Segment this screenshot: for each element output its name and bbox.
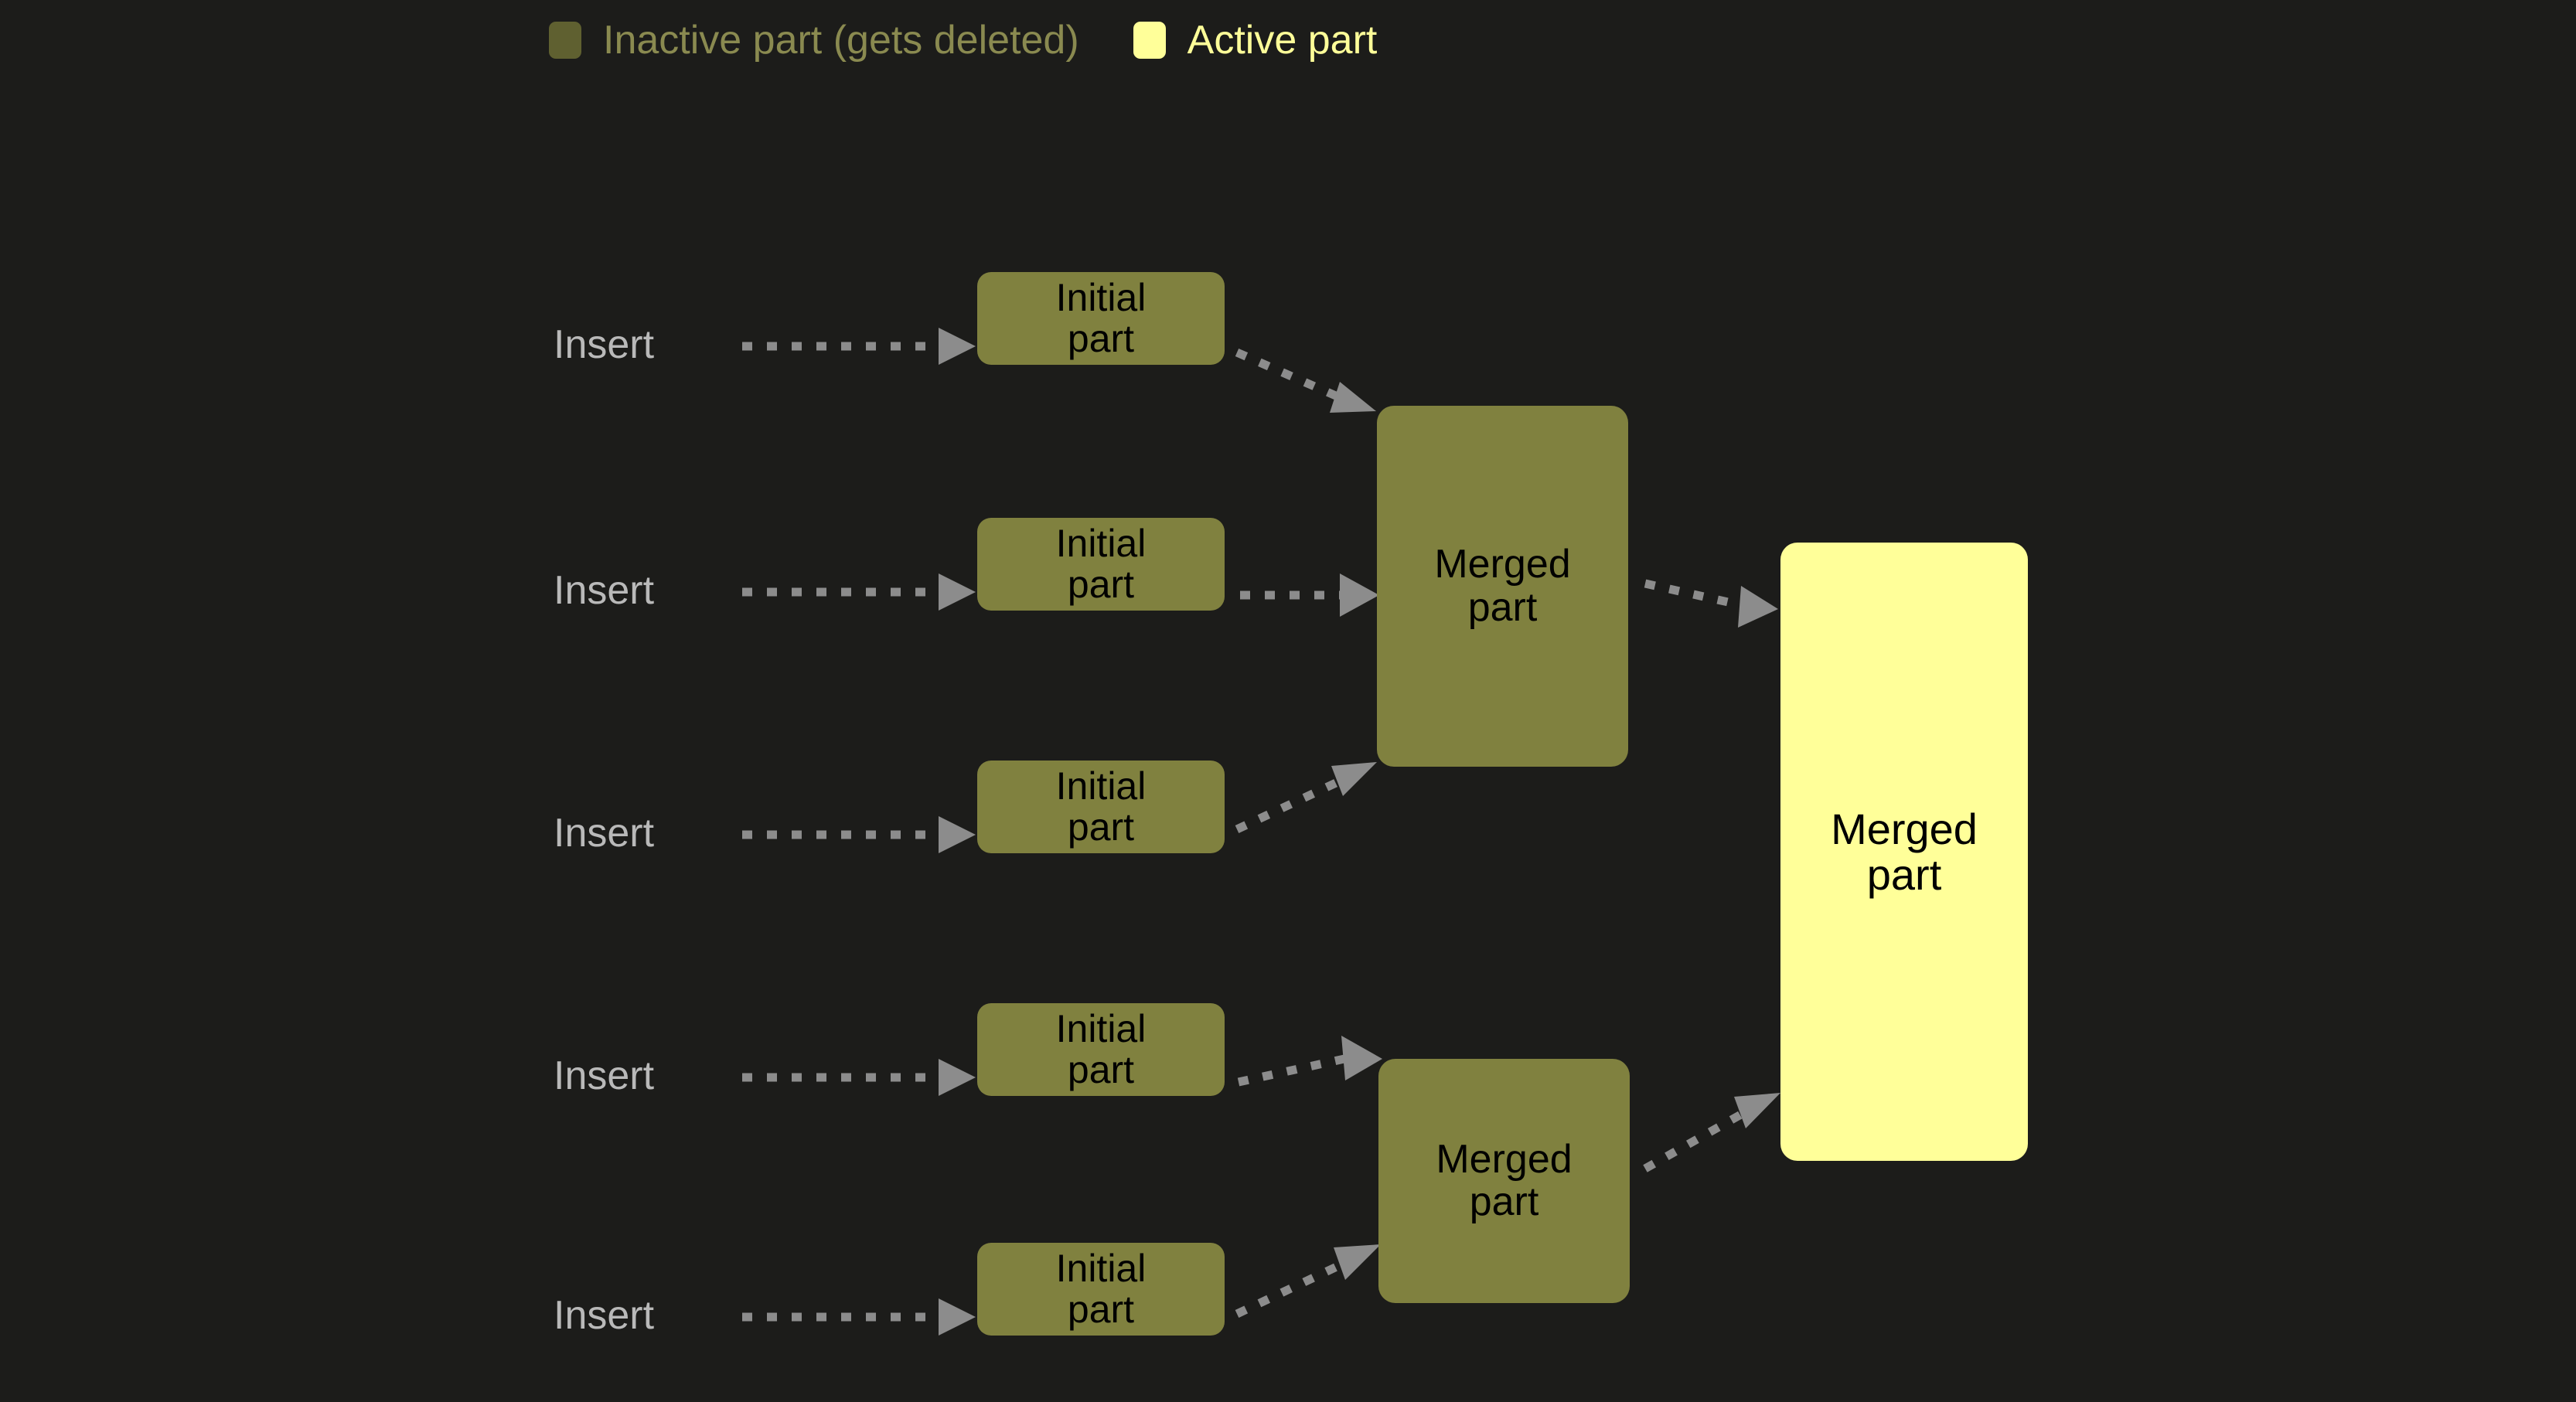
- insert-label-5: Insert: [554, 1293, 655, 1338]
- arrow-insert-5-to-initial-5: [742, 1298, 976, 1336]
- legend: Inactive part (gets deleted) Active part: [549, 20, 1377, 60]
- legend-label-active: Active part: [1187, 18, 1378, 63]
- arrow-merged-2-to-final: [1643, 1093, 1780, 1172]
- arrow-insert-1-to-initial-1: [742, 328, 976, 365]
- legend-swatch-inactive-icon: [549, 22, 581, 59]
- arrow-merged-1-to-final: [1644, 579, 1778, 628]
- node-initial-part-4[interactable]: Initial part: [977, 1003, 1225, 1096]
- insert-label-3: Insert: [554, 811, 655, 856]
- node-merged-part-1[interactable]: Merged part: [1377, 406, 1628, 767]
- legend-item-inactive: Inactive part (gets deleted): [549, 20, 1079, 60]
- arrow-insert-4-to-initial-4: [742, 1059, 976, 1096]
- insert-label-4: Insert: [554, 1053, 655, 1098]
- insert-label-2: Insert: [554, 568, 655, 613]
- node-merged-part-2[interactable]: Merged part: [1378, 1059, 1630, 1303]
- node-initial-part-2[interactable]: Initial part: [977, 518, 1225, 611]
- node-initial-part-3[interactable]: Initial part: [977, 761, 1225, 853]
- arrow-initial-4-to-merged-2: [1237, 1036, 1382, 1087]
- node-initial-part-1[interactable]: Initial part: [977, 272, 1225, 365]
- arrow-initial-1-to-merged-1: [1235, 348, 1376, 413]
- legend-label-inactive: Inactive part (gets deleted): [603, 18, 1079, 63]
- arrow-insert-3-to-initial-3: [742, 816, 976, 853]
- node-merged-part-final[interactable]: Merged part: [1780, 543, 2028, 1161]
- legend-swatch-active-icon: [1133, 22, 1166, 59]
- legend-item-active: Active part: [1133, 18, 1378, 63]
- node-initial-part-5[interactable]: Initial part: [977, 1243, 1225, 1336]
- arrow-insert-2-to-initial-2: [742, 573, 976, 611]
- arrow-initial-2-to-merged-1: [1240, 573, 1379, 617]
- arrow-initial-3-to-merged-1: [1235, 762, 1377, 833]
- arrow-initial-5-to-merged-2: [1235, 1244, 1381, 1318]
- insert-label-1: Insert: [554, 322, 655, 367]
